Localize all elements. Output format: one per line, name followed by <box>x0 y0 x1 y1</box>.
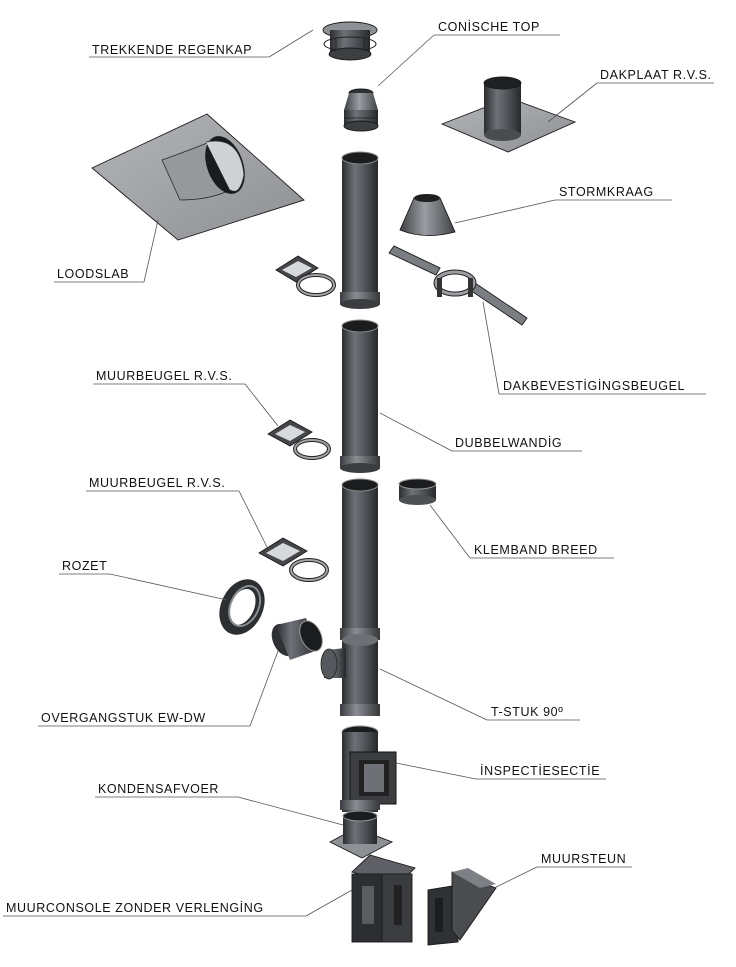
condensate-drain-part <box>329 810 394 859</box>
label-muursteun: MUURSTEUN <box>541 852 626 866</box>
leader-lines <box>3 29 714 917</box>
tee-90-part <box>320 634 380 716</box>
lead-flashing-part <box>91 113 305 241</box>
label-t-stuk: T-STUK 90º <box>491 705 563 719</box>
label-inspectiesectie: İNSPECTİESECTİE <box>480 764 600 778</box>
roof-bracket-part <box>388 245 528 326</box>
label-dakplaat: DAKPLAAT R.V.S. <box>600 68 712 82</box>
storm-collar-part <box>399 194 456 236</box>
label-overgangstuk: OVERGANGSTUK EW-DW <box>41 711 206 725</box>
wall-console-part <box>351 854 416 943</box>
label-dakbevestigingsbeugel: DAKBEVESTİGİNGSBEUGEL <box>503 379 685 393</box>
inspection-section-part <box>340 725 397 812</box>
label-conische-top: CONİSCHE TOP <box>438 20 540 34</box>
wall-bracket-top-part <box>275 255 336 297</box>
main-pipe-upper <box>340 151 380 309</box>
label-muurbeugel-1: MUURBEUGEL R.V.S. <box>96 369 232 383</box>
adapter-ew-dw-part <box>271 618 323 660</box>
wall-support-part <box>427 868 497 946</box>
label-rozet: ROZET <box>62 559 107 573</box>
roof-plate-part <box>440 76 577 153</box>
label-dubbelwandig: DUBBELWANDİG <box>455 436 562 450</box>
label-muurconsole: MUURCONSOLE ZONDER VERLENGİNG <box>6 901 264 915</box>
label-loodslab: LOODSLAB <box>57 267 129 281</box>
label-stormkraag: STORMKRAAG <box>559 185 654 199</box>
wall-bracket-2-part <box>258 537 329 582</box>
conical-top-part <box>343 88 379 132</box>
label-trekkende-regenkap: TREKKENDE REGENKAP <box>92 43 252 57</box>
label-kondensafvoer: KONDENSAFVOER <box>98 782 219 796</box>
main-pipe-lower <box>340 478 380 640</box>
label-muurbeugel-2: MUURBEUGEL R.V.S. <box>89 476 225 490</box>
main-pipe-middle <box>340 319 380 473</box>
rosette-part <box>219 579 265 635</box>
wide-clamp-band-part <box>398 478 437 505</box>
label-klemband-breed: KLEMBAND BREED <box>474 543 598 557</box>
rain-cap-part <box>322 21 378 61</box>
wall-bracket-1-part <box>267 419 331 460</box>
